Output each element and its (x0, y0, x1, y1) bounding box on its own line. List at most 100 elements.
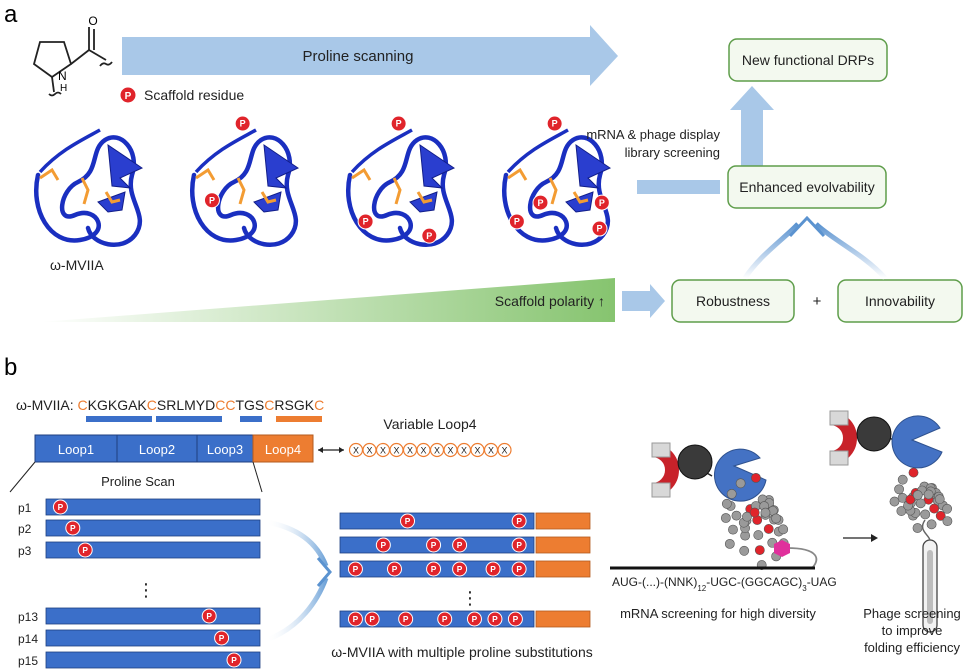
disulfide-bond-2 (392, 177, 402, 205)
phage-bead-25 (935, 510, 946, 521)
multi-proline-2-3 (452, 537, 468, 553)
phage-bead-4 (915, 498, 926, 509)
multi-proline-4-6 (487, 611, 503, 627)
disulfide-bond-3 (572, 191, 589, 204)
loop2-label: Loop2 (139, 442, 175, 457)
backbone-loop (506, 128, 569, 174)
multi-proline-3-2 (387, 561, 402, 577)
multi-ellipsis: ⋮ (461, 588, 479, 608)
variable-residue-letter: X (474, 446, 480, 456)
multi-proline-3-5 (485, 561, 501, 577)
phage-bead-9 (908, 467, 919, 478)
phage-bead-31 (905, 494, 916, 505)
scan-proline-p14 (214, 630, 230, 646)
innovability-text: Innovability (865, 293, 935, 309)
variable-residue-letter: X (353, 446, 359, 456)
proline-marker-s2-2-letter: P (209, 195, 215, 205)
proline-marker-s2-1 (234, 115, 251, 132)
sequence-segment-0: C (78, 397, 88, 413)
phage-peptide-bead-chain (889, 467, 953, 541)
mrna-bead-10 (751, 472, 761, 483)
variable-residue-letter: X (461, 446, 467, 456)
scan-row-label-p2: p2 (18, 522, 32, 536)
scan-ellipsis: ⋮ (137, 580, 155, 600)
scan-curve-top (265, 519, 329, 567)
multi-proline-1-2-letter: P (516, 516, 522, 526)
phage-bead-36 (942, 516, 953, 527)
scan-guide-right (252, 461, 263, 493)
phage-caption-line2: to improve (882, 623, 943, 638)
scan-proline-p1 (52, 499, 68, 515)
mrna-bead-6 (731, 510, 742, 521)
loop3-underline (240, 416, 262, 422)
phage-bead-14 (929, 503, 940, 514)
puromycin-link (774, 540, 790, 557)
robustness-curve-arrow (742, 222, 800, 280)
loop2-box (116, 434, 198, 463)
multi-proline-3-1 (347, 561, 363, 577)
multi-proline-2-3-letter: P (457, 540, 463, 550)
phage-caption-line3: folding efficiency (864, 640, 960, 655)
polarity-gradient-triangle (40, 278, 615, 322)
innovability-box (837, 279, 963, 323)
phage-bead-7 (894, 484, 904, 495)
sequence-segment-2: C (147, 397, 157, 413)
screening-label-line2: library screening (625, 145, 720, 160)
disulfide-bond-2 (80, 177, 90, 205)
proline-marker-s3-2-letter: P (363, 217, 369, 227)
proline-marker-s4-2-letter: P (514, 217, 520, 227)
scan-row-label-p3: p3 (18, 544, 32, 558)
streptavidin-bead-2 (856, 416, 892, 452)
multi-proline-4-3 (398, 611, 414, 627)
loop4-underline (276, 416, 322, 422)
multi-proline-2-1-letter: P (381, 540, 387, 550)
disulfide-bond-3 (260, 191, 277, 204)
protein-structure-3 (346, 128, 456, 247)
mrna-screening-caption: mRNA screening for high diversity (620, 606, 816, 621)
sequence-segment-8: C (314, 397, 324, 413)
phage-bead-33 (923, 489, 934, 500)
loop3-box (196, 434, 254, 463)
hydrogen-label: H (60, 83, 67, 94)
variable-residue-12 (497, 442, 512, 458)
mrna-bead-15 (763, 524, 774, 534)
multi-proline-3-1-letter: P (353, 564, 359, 574)
disulfide-bond-3 (416, 191, 433, 204)
backbone-ribbon (34, 135, 143, 247)
new-functional-drps-text: New functional DRPs (742, 52, 874, 68)
proline-molecule (32, 27, 113, 97)
sequence-segment-7: RSGK (274, 397, 314, 413)
phage-bead-35 (942, 503, 953, 514)
oxygen-label: O (88, 14, 97, 28)
proline-marker-s3-3 (421, 227, 438, 244)
sequence-segment-1: KGKGAK (88, 397, 148, 413)
multi-proline-3-6 (511, 561, 527, 577)
proline-marker-s4-1-letter: P (552, 119, 558, 129)
polarity-to-robustness-arrow (622, 284, 665, 318)
loop3-label: Loop3 (207, 442, 243, 457)
beta-sheet (107, 143, 144, 189)
wavy-bond-right (99, 61, 113, 67)
panel-b-label: b (4, 354, 17, 381)
scan-proline-p2-letter: P (70, 523, 76, 533)
mrna-bead-33 (742, 511, 752, 522)
variable-residue-letter: X (501, 446, 507, 456)
magnet-pole-top (651, 442, 671, 458)
scan-row-bar-p15 (45, 651, 261, 669)
mrna-bead-9 (735, 478, 746, 489)
omega-mviia-sequence: ω-MVIIA: CKGKGAKCSRLMYDCCTGSCRSGKC (16, 397, 324, 413)
mrna-bead-35 (760, 507, 771, 518)
bond-out (88, 49, 107, 61)
robustness-text: Robustness (696, 293, 770, 309)
panel-a-label: a (4, 1, 18, 28)
multi-proline-1-1 (400, 513, 416, 529)
magnet-pole-top-2 (829, 410, 849, 426)
loop2-underline (156, 416, 222, 422)
proline-marker-s3-3-letter: P (426, 231, 432, 241)
multi-row-loop4-4 (535, 610, 591, 628)
proline-marker-s3-1 (390, 115, 407, 132)
linker-curve (786, 547, 818, 569)
